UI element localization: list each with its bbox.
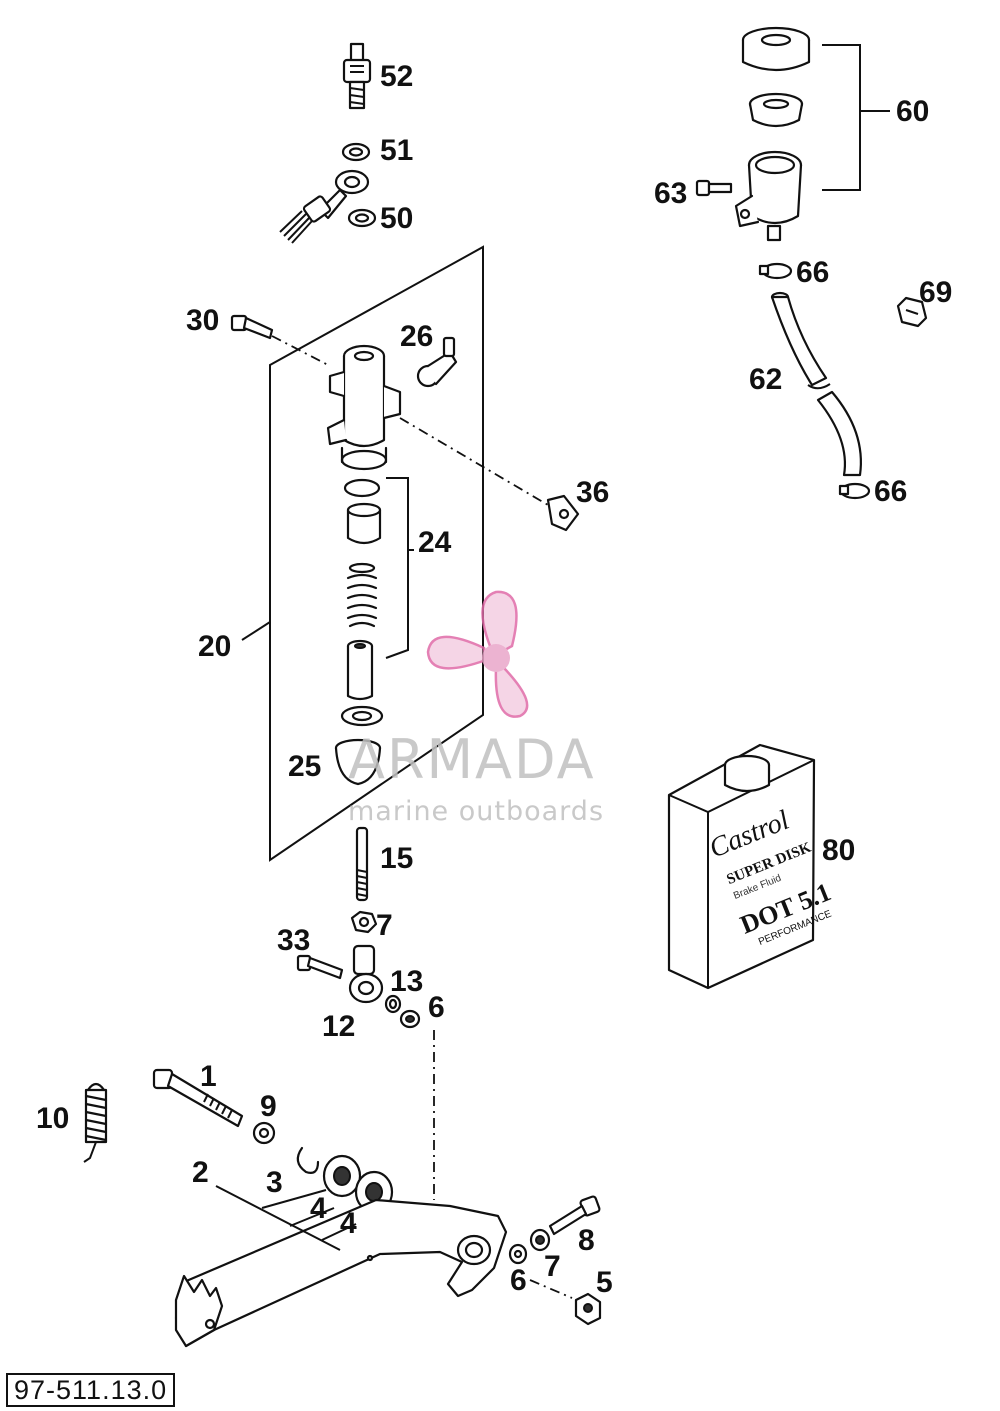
axis-line-36: [399, 417, 549, 506]
diagram-reference-code: 97-511.13.0: [6, 1373, 176, 1407]
washer-part-13: [384, 994, 402, 1014]
o-ring-part: [343, 478, 381, 498]
callout-26: 26: [400, 320, 433, 353]
hose-clamp-part: [758, 262, 793, 280]
master-cylinder-body-part: [326, 344, 402, 471]
callout-5: 5: [596, 1266, 613, 1299]
pivot-bolt-part: [152, 1068, 244, 1128]
callout-4-upper: 4: [310, 1192, 327, 1225]
callout-62: 62: [749, 363, 782, 396]
watermark: ARMADA marine outboards: [348, 590, 604, 827]
washer-part-6-top: [399, 1009, 421, 1029]
nut-part-69: [896, 296, 928, 328]
brake-pedal-part: [174, 1198, 508, 1348]
sealing-washer-part-lower: [347, 208, 377, 228]
assembly-frame-20: [269, 245, 484, 862]
brake-fluid-hose-part: [770, 291, 862, 477]
callout-3: 3: [266, 1166, 283, 1199]
clevis-part: [348, 944, 384, 1004]
circlip-part-bearing: [296, 1146, 320, 1174]
leader-20: [241, 621, 271, 641]
callout-66-bottom: 66: [874, 475, 907, 508]
callout-15: 15: [380, 842, 413, 875]
callout-52: 52: [380, 60, 413, 93]
watermark-tagline: marine outboards: [348, 796, 604, 827]
callout-9: 9: [260, 1090, 277, 1123]
lock-nut-part: [350, 910, 378, 934]
banjo-bolt-part: [342, 42, 372, 110]
callout-7-bottom: 7: [544, 1250, 561, 1283]
dust-boot-part: [334, 738, 382, 786]
pedal-bolt-part: [548, 1195, 601, 1236]
callout-50: 50: [380, 202, 413, 235]
callout-36: 36: [576, 476, 609, 509]
lock-nut-part-7: [529, 1228, 551, 1252]
callout-12: 12: [322, 1010, 355, 1043]
callout-24: 24: [418, 526, 452, 559]
reservoir-cap-part: [741, 26, 811, 72]
callout-30: 30: [186, 304, 219, 337]
reservoir-diaphragm-part: [748, 92, 804, 128]
return-spring-part: [346, 562, 378, 628]
reservoir-body-part: [734, 150, 803, 242]
clevis-bolt-part: [296, 954, 344, 980]
hose-clamp-part-lower: [838, 482, 871, 500]
nut-part-5: [574, 1292, 602, 1326]
return-spring-part-10: [83, 1082, 108, 1163]
callout-33: 33: [277, 924, 310, 957]
reservoir-screw-part: [695, 179, 733, 197]
callout-7-top: 7: [376, 909, 393, 942]
callout-63: 63: [654, 177, 687, 210]
callout-13: 13: [390, 965, 423, 998]
axis-line-30: [271, 335, 331, 367]
propeller-icon: [426, 590, 529, 718]
bolt-part-30: [230, 314, 274, 340]
watermark-name: ARMADA: [348, 728, 596, 791]
callout-69: 69: [919, 276, 952, 309]
callout-66-top: 66: [796, 256, 829, 289]
callout-1: 1: [200, 1060, 217, 1093]
group-bracket-24: [385, 477, 414, 659]
circlip-part: [340, 705, 384, 727]
piston-cup-part: [346, 502, 382, 545]
callout-25: 25: [288, 750, 321, 783]
callout-6-bottom: 6: [510, 1264, 527, 1297]
sealing-washer-part: [341, 142, 371, 162]
washer-part-9: [252, 1121, 276, 1145]
bearing-part-a: [322, 1154, 362, 1198]
washer-part-6-bottom: [508, 1243, 528, 1265]
piston-part: [346, 639, 374, 701]
axis-line-pedal-nut: [529, 1279, 573, 1299]
callout-6-top: 6: [428, 991, 445, 1024]
callout-4-lower: 4: [340, 1207, 357, 1240]
group-bracket-60: [822, 44, 890, 191]
callout-80: 80: [822, 834, 855, 867]
callout-8: 8: [578, 1224, 595, 1257]
callout-10: 10: [36, 1102, 69, 1135]
brake-fluid-bottle-part: Castrol SUPER DISK Brake Fluid DOT 5.1 P…: [667, 743, 835, 990]
callout-20: 20: [198, 630, 231, 663]
callout-51: 51: [380, 134, 413, 167]
clip-part-36: [546, 494, 580, 532]
leader-lines-pedal: [215, 1185, 357, 1251]
hose-nipple-part: [416, 336, 458, 388]
callout-60: 60: [896, 95, 929, 128]
push-rod-part: [355, 826, 369, 902]
callout-2: 2: [192, 1156, 209, 1189]
banjo-fitting-part: [279, 169, 370, 244]
